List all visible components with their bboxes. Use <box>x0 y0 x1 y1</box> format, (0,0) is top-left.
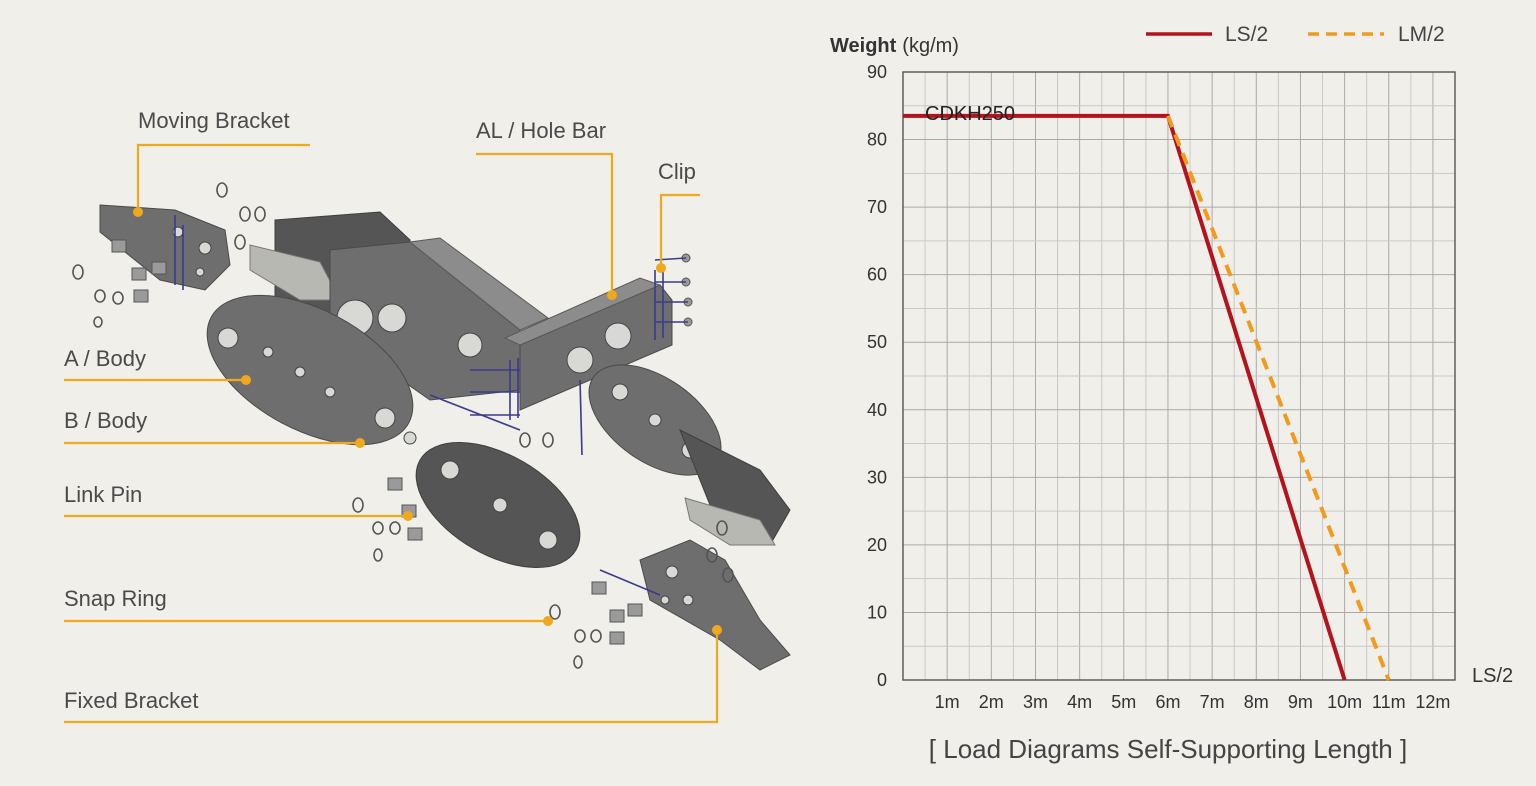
legend-label-ls2: LS/2 <box>1225 23 1268 46</box>
label-link-pin: Link Pin <box>64 482 142 507</box>
x-tick-label: 3m <box>1023 692 1048 712</box>
label-snap-ring: Snap Ring <box>64 586 167 611</box>
fixed-bracket-part <box>639 539 791 671</box>
chart-series <box>903 113 1391 681</box>
chart-legend: LS/2 LM/2 <box>1146 23 1445 46</box>
x-tick-label: 10m <box>1327 692 1362 712</box>
al-hole-bar-part <box>503 277 673 411</box>
y-axis-title-bold: Weight <box>830 35 897 57</box>
y-tick-label: 20 <box>867 535 887 555</box>
label-b-body: B / Body <box>64 408 147 433</box>
chart-caption: [ Load Diagrams Self-Supporting Length ] <box>929 734 1407 764</box>
chart-grid <box>903 72 1455 680</box>
x-tick-label: 7m <box>1200 692 1225 712</box>
moving-bracket-part <box>99 204 231 291</box>
y-tick-label: 90 <box>867 62 887 82</box>
y-tick-labels: 0 10 20 30 40 50 60 70 80 90 <box>867 62 887 690</box>
y-tick-label: 0 <box>877 670 887 690</box>
label-a-body: A / Body <box>64 346 146 371</box>
label-clip: Clip <box>658 159 696 184</box>
exploded-parts-diagram: Moving Bracket AL / Hole Bar Clip A / Bo… <box>64 108 791 724</box>
y-tick-label: 60 <box>867 265 887 285</box>
label-moving-bracket: Moving Bracket <box>138 108 290 133</box>
x-tick-label: 12m <box>1415 692 1450 712</box>
x-tick-label: 1m <box>935 692 960 712</box>
x-tick-label: 11m <box>1372 692 1406 712</box>
x-tick-label: 9m <box>1288 692 1313 712</box>
link-pin-cluster <box>352 358 734 669</box>
y-axis-title: Weight(kg/m) <box>830 35 959 57</box>
y-axis-title-unit: (kg/m) <box>902 35 959 57</box>
legend-label-lm2: LM/2 <box>1398 23 1445 46</box>
y-tick-label: 10 <box>867 602 887 622</box>
leader-lines <box>64 143 722 724</box>
series-line-lm2 <box>1166 115 1391 681</box>
y-tick-label: 70 <box>867 197 887 217</box>
b-body-part <box>415 442 581 568</box>
series-label-cdkh250: CDKH250 <box>925 103 1015 125</box>
label-fixed-bracket: Fixed Bracket <box>64 688 199 713</box>
y-tick-label: 30 <box>867 467 887 487</box>
x-tick-label: 4m <box>1067 692 1092 712</box>
snap-ring-cluster-top <box>72 182 266 328</box>
label-al-hole-bar: AL / Hole Bar <box>476 118 606 143</box>
x-tick-label: 6m <box>1155 692 1180 712</box>
a-body-part <box>206 294 417 446</box>
x-tick-label: 2m <box>979 692 1004 712</box>
x-tick-label: 5m <box>1111 692 1136 712</box>
right-body-part <box>588 364 791 546</box>
x-tick-label: 8m <box>1244 692 1269 712</box>
x-axis-title: LS/2 <box>1472 665 1513 687</box>
y-tick-label: 40 <box>867 400 887 420</box>
clip-part <box>654 253 693 340</box>
y-tick-label: 80 <box>867 130 887 150</box>
y-tick-label: 50 <box>867 332 887 352</box>
x-tick-labels: 1m 2m 3m 4m 5m 6m 7m 8m 9m 10m 11m 12m <box>935 692 1451 712</box>
plot-frame <box>902 71 1456 681</box>
